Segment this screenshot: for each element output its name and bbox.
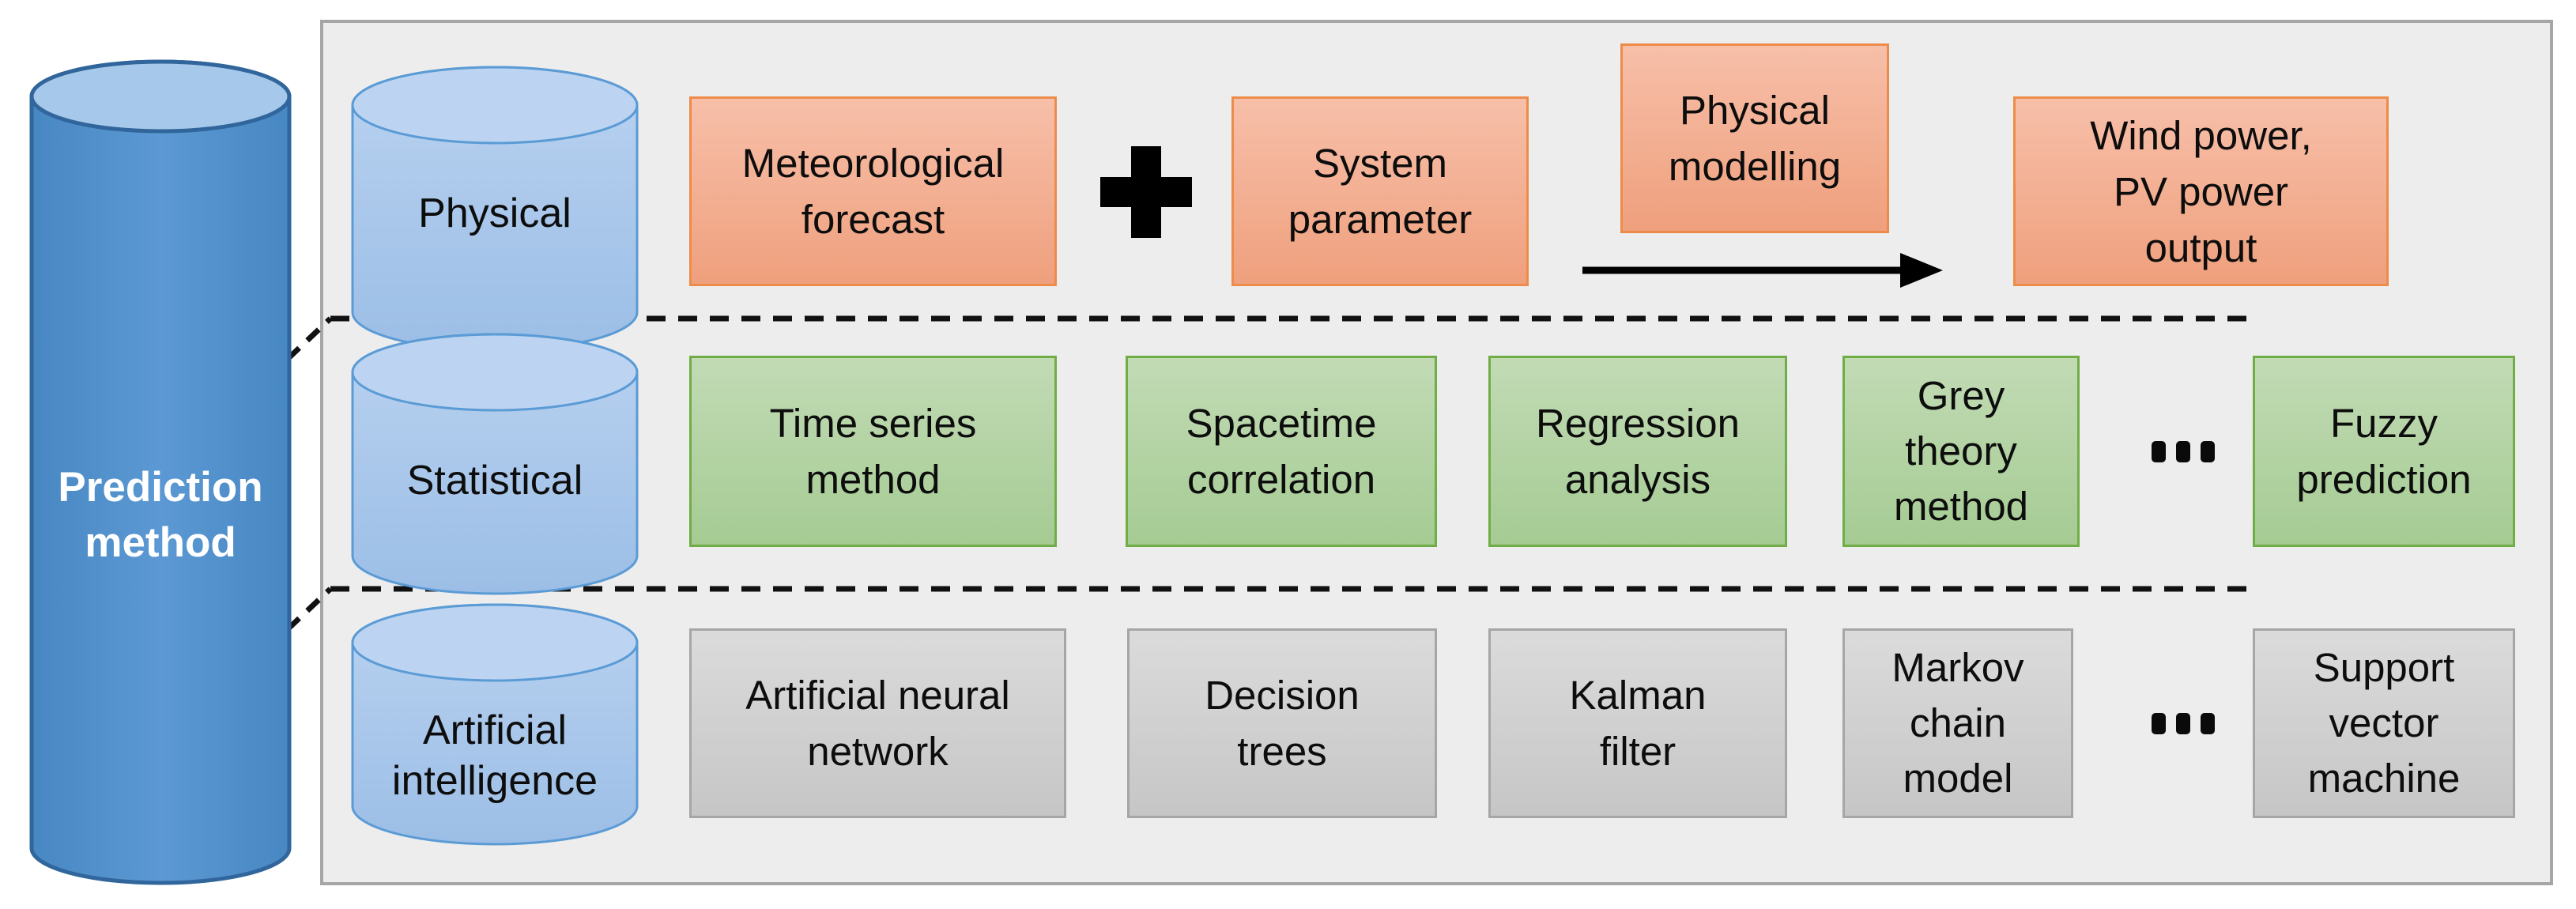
regression-analysis-box: Regression analysis [1488, 356, 1787, 547]
system-parameter-box: System parameter [1231, 96, 1529, 286]
meteorological-forecast-box: Meteorological forecast [689, 96, 1057, 286]
wind-pv-power-output-box: Wind power, PV power output [2013, 96, 2389, 286]
row-artificial-intelligence-label: Artificial intelligence [391, 707, 598, 804]
row-physical-label: Physical [418, 190, 571, 236]
ellipsis-dots-statistical [2152, 441, 2215, 462]
statistical-cylinder [351, 333, 639, 595]
physical-cylinder [351, 66, 639, 352]
physical-modelling-arrow-icon [1582, 253, 1943, 288]
ellipsis-dots-ai [2152, 713, 2215, 734]
fuzzy-prediction-box: Fuzzy prediction [2253, 356, 2515, 547]
root-cylinder-label: Prediction method [58, 464, 263, 566]
root-connector-dash-2 [285, 587, 333, 632]
support-vector-machine-box: Support vector machine [2253, 628, 2515, 818]
grey-theory-method-box: Grey theory method [1842, 356, 2080, 547]
artificial-neural-network-box: Artificial neural network [689, 628, 1066, 818]
kalman-filter-box: Kalman filter [1488, 628, 1787, 818]
row-statistical-label: Statistical [406, 458, 583, 504]
prediction-method-cylinder [29, 59, 292, 885]
physical-modelling-box: Physical modelling [1620, 43, 1889, 233]
plus-operator-icon [1100, 146, 1192, 238]
spacetime-correlation-box: Spacetime correlation [1126, 356, 1437, 547]
decision-trees-box: Decision trees [1127, 628, 1437, 818]
artificial-intelligence-cylinder [351, 603, 639, 846]
markov-chain-model-box: Markov chain model [1842, 628, 2073, 818]
time-series-method-box: Time series method [689, 356, 1057, 547]
root-connector-dash-1 [285, 316, 333, 361]
